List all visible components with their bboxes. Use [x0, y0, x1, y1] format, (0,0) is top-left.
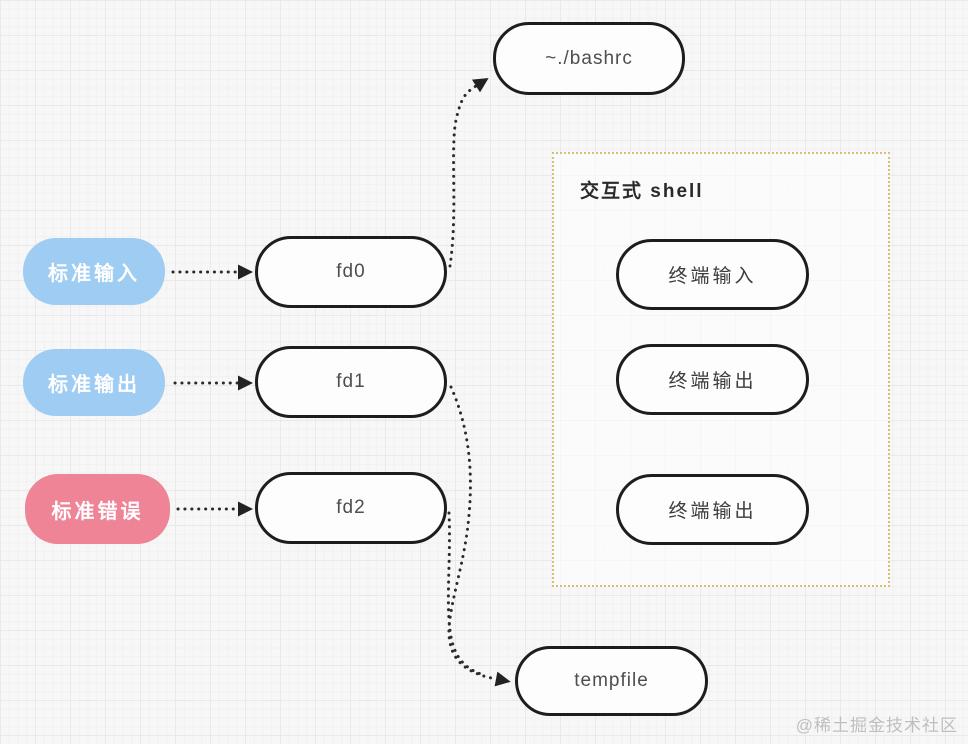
- node-fd0: fd0: [255, 236, 447, 308]
- node-stdin-label: 标准输入: [48, 263, 140, 285]
- node-terminal-output-2: 终端输出: [616, 474, 809, 545]
- node-bashrc-label: ~./bashrc: [545, 47, 633, 69]
- arrow-fd0-to-bashrc: [448, 77, 489, 268]
- interactive-shell-title: 交互式 shell: [580, 181, 704, 202]
- node-tempfile-label: tempfile: [574, 670, 649, 691]
- node-terminal-output-2-label: 终端输出: [668, 501, 757, 522]
- node-terminal-input-label: 终端输入: [668, 266, 757, 287]
- node-stdout: 标准输出: [23, 349, 165, 416]
- interactive-shell-group: 交互式 shell 终端输入 终端输出 终端输出: [552, 152, 890, 587]
- node-fd1-label: fd1: [336, 371, 366, 392]
- arrow-fd1-to-tempfile: [447, 385, 511, 687]
- node-fd2: fd2: [255, 472, 447, 544]
- node-tempfile: tempfile: [515, 646, 708, 716]
- node-stderr: 标准错误: [25, 474, 170, 544]
- node-fd1: fd1: [255, 346, 447, 418]
- node-fd2-label: fd2: [336, 497, 366, 518]
- arrow-fd2-to-tempfile: [446, 511, 486, 677]
- watermark: @稀土掘金技术社区: [795, 716, 958, 735]
- node-terminal-output-1-label: 终端输出: [668, 371, 757, 392]
- node-stdout-label: 标准输出: [48, 374, 140, 396]
- node-stderr-label: 标准错误: [51, 500, 144, 523]
- node-fd0-label: fd0: [336, 261, 366, 282]
- node-terminal-output-1: 终端输出: [616, 344, 809, 415]
- node-bashrc: ~./bashrc: [493, 22, 685, 95]
- node-terminal-input: 终端输入: [616, 239, 809, 310]
- node-stdin: 标准输入: [23, 238, 165, 305]
